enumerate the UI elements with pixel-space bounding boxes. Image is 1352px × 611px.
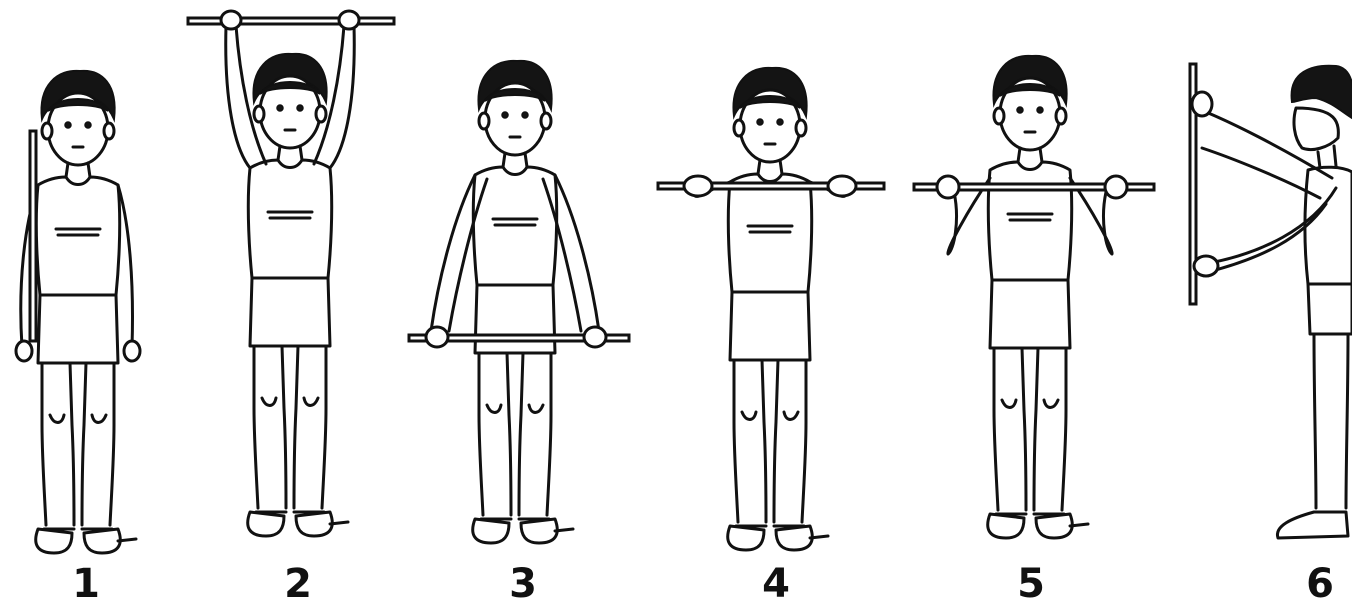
figure-label-3: 3 — [503, 562, 543, 606]
figure-3 — [409, 61, 629, 543]
figure-label-1: 1 — [66, 562, 106, 606]
figure-label-4: 4 — [756, 562, 796, 606]
figure-label-5: 5 — [1011, 562, 1051, 606]
figure-5 — [914, 56, 1154, 538]
figure-label-6: 6 — [1300, 562, 1340, 606]
figure-4 — [658, 68, 884, 550]
figure-2 — [188, 11, 394, 536]
figure-label-2: 2 — [278, 562, 318, 606]
figure-1 — [16, 71, 140, 553]
figure-6 — [1190, 64, 1352, 538]
